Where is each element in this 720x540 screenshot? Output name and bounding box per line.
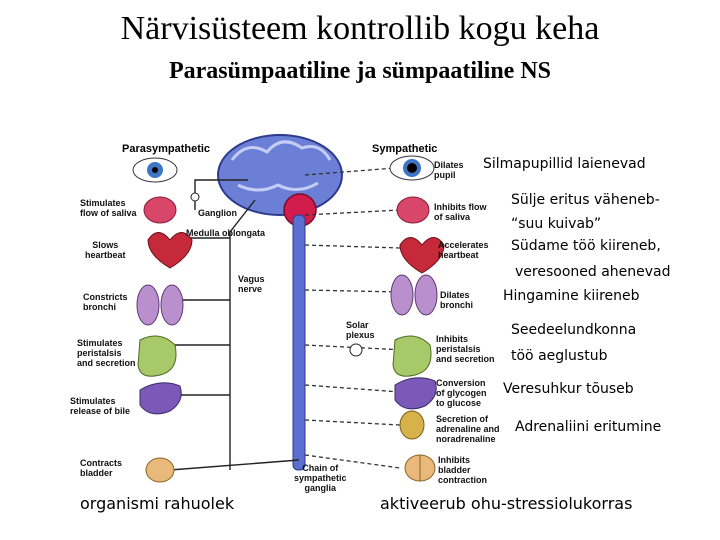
para-label-bladder: Contracts bladder — [80, 458, 123, 478]
right-eye-icon — [389, 155, 435, 181]
symp-label-saliva: Inhibits flow of saliva — [434, 202, 487, 222]
left-lungs-icon — [136, 284, 184, 326]
solar-plexus-label: Solar plexus — [346, 320, 375, 340]
chain-of-ganglia-label: Chain of sympathetic ganglia — [294, 463, 347, 493]
left-stomach-icon — [137, 335, 177, 377]
note-heart: Südame töö kiireneb, — [511, 238, 661, 254]
note-vessels: veresooned ahenevad — [515, 264, 671, 280]
note-digestive-slows: töö aeglustub — [511, 348, 608, 364]
ganglion-label: Ganglion — [198, 208, 237, 218]
right-adrenal-icon — [399, 410, 425, 440]
note-saliva: Sülje eritus väheneb- — [511, 192, 660, 208]
para-label-peristalsis: Stimulates peristalsis and secretion — [77, 338, 136, 368]
symp-label-pupil: Dilates pupil — [434, 160, 464, 180]
page-title: Närvisüsteem kontrollib kogu keha — [120, 10, 600, 47]
parasympathetic-header: Parasympathetic — [122, 143, 211, 155]
sympathetic-nerves — [304, 167, 406, 469]
symp-label-adrenaline: Secretion of adrenaline and noradrenalin… — [436, 414, 500, 444]
symp-label-glycogen: Conversion of glycogen to glucose — [436, 378, 487, 408]
caption-stress: aktiveerub ohu-stressiolukorras — [380, 494, 633, 513]
ganglion-icon — [190, 192, 200, 202]
solar-plexus-icon — [349, 343, 363, 357]
symp-label-bronchi: Dilates bronchi — [440, 290, 473, 310]
para-label-bronchi: Constricts bronchi — [83, 292, 128, 312]
right-salivary-gland-icon — [396, 196, 430, 224]
spinal-cord — [292, 214, 306, 471]
para-label-bile: Stimulates release of bile — [70, 396, 131, 416]
left-liver-icon — [139, 382, 182, 415]
caption-rest: organismi rahuolek — [80, 494, 235, 513]
para-label-saliva: Stimulates flow of saliva — [80, 198, 137, 218]
brain-icon — [217, 134, 343, 216]
right-liver-icon — [394, 377, 437, 410]
left-eye-icon — [132, 157, 178, 183]
left-salivary-gland-icon — [143, 196, 177, 224]
right-stomach-icon — [392, 335, 432, 377]
symp-label-heart: Accelerates heartbeat — [438, 240, 489, 260]
symp-label-peristalsis: Inhibits peristalsis and secretion — [436, 334, 495, 364]
para-label-heart: Slows heartbeat — [85, 240, 126, 260]
sympathetic-header: Sympathetic — [372, 143, 438, 155]
right-bladder-icon — [404, 454, 436, 482]
left-bladder-icon — [145, 457, 175, 483]
note-dry-mouth: “suu kuivab” — [511, 216, 602, 232]
note-digestive: Seedeelundkonna — [511, 322, 637, 338]
note-adrenaline: Adrenaliini eritumine — [515, 419, 662, 435]
medulla-label: Medulla oblongata — [186, 228, 266, 238]
parasympathetic-nerves — [169, 179, 300, 471]
symp-label-bladder: Inhibits bladder contraction — [438, 455, 488, 485]
page-subtitle: Parasümpaatiline ja sümpaatiline NS — [168, 58, 552, 84]
note-breathing: Hingamine kiireneb — [503, 288, 640, 304]
vagus-nerve-label: Vagus nerve — [238, 274, 265, 294]
right-lungs-icon — [390, 274, 438, 316]
left-heart-icon — [147, 232, 193, 269]
right-heart-icon — [399, 237, 445, 274]
note-pupils: Silmapupillid laienevad — [483, 156, 646, 172]
note-blood-sugar: Veresuhkur tõuseb — [503, 381, 634, 397]
